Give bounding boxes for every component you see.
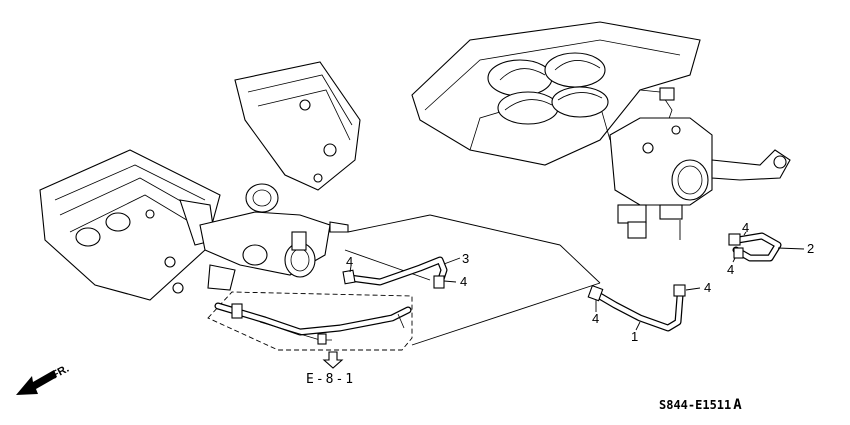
valve-cover-rear [234, 61, 361, 191]
front-direction-label: FR. [50, 363, 71, 382]
water-hose-2 [732, 232, 782, 262]
egr-thermostat-housing [172, 183, 349, 294]
reference-arrow-icon [322, 351, 344, 369]
callout-4-right-upper: 4 [742, 220, 749, 235]
callout-4-center-right: 4 [460, 274, 467, 289]
bypass-pipe [214, 302, 412, 345]
callout-4-center: 4 [346, 254, 353, 269]
valve-cover-front [39, 149, 221, 301]
callout-2: 2 [807, 241, 814, 256]
callout-4-lower: 4 [592, 311, 599, 326]
callout-lead-lines [349, 231, 805, 331]
intake-manifold [411, 21, 701, 166]
water-hose-1 [594, 291, 684, 332]
subassembly-dashed-outline [207, 291, 413, 351]
callout-3: 3 [462, 251, 469, 266]
front-direction-arrow-icon [16, 370, 57, 395]
throttle-body [609, 117, 791, 240]
callout-1: 1 [631, 329, 638, 344]
hose-clamps [342, 233, 744, 302]
reference-label[interactable]: E-8-1 [306, 372, 355, 387]
water-hose-3 [346, 256, 448, 286]
callout-4-throttle: 4 [704, 280, 711, 295]
assembly-lead-lines [344, 214, 601, 346]
callout-4-right-lower: 4 [727, 262, 734, 277]
